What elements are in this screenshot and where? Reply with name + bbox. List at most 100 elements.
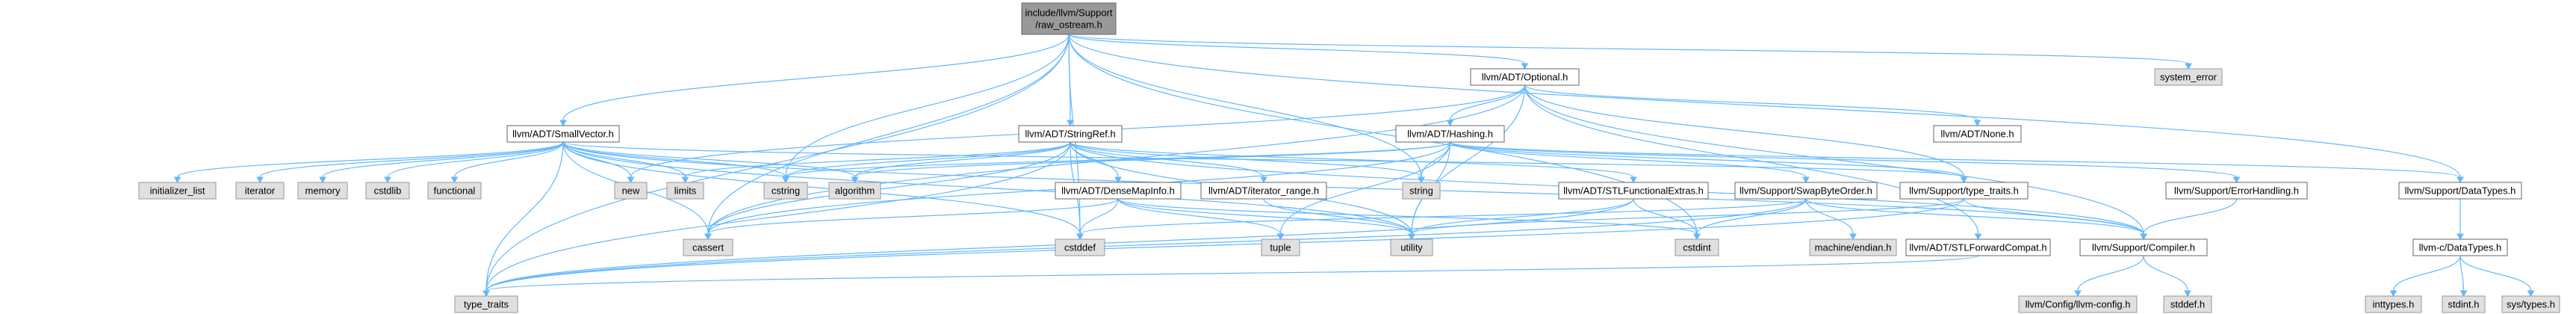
arrowhead [1076, 233, 1084, 241]
node-stlfunctional[interactable]: llvm/ADT/STLFunctionalExtras.h [1558, 182, 1709, 200]
node-c-datatypes[interactable]: llvm-c/DataTypes.h [2412, 238, 2508, 256]
edge-c-datatypes-to-inttypes [2389, 255, 2461, 298]
node-label: llvm/Support/type_traits.h [1909, 185, 2019, 197]
node-label: sys/types.h [2507, 299, 2555, 310]
node-box [1261, 238, 1300, 256]
node-box [2154, 68, 2223, 86]
node-label: stddef.h [2170, 299, 2205, 310]
edge-smallvector-to-memory [319, 141, 564, 184]
edge-hashing-to-typetraits-h [1449, 141, 1968, 184]
node-cassert: cassert [683, 238, 733, 256]
node-box [138, 182, 217, 200]
node-label: llvm/Support/SwapByteOrder.h [1739, 185, 1872, 197]
arrowhead [1973, 120, 1981, 127]
node-smallvector[interactable]: llvm/ADT/SmallVector.h [506, 125, 620, 143]
node-swapbyteorder[interactable]: llvm/Support/SwapByteOrder.h [1734, 182, 1878, 200]
edge-smallvector-to-type-traits [482, 141, 564, 298]
arrowhead [173, 176, 181, 184]
node-box [666, 182, 704, 200]
node-box [1470, 68, 1580, 86]
arrowhead [450, 176, 459, 184]
edge-c-datatypes-to-stdint [2459, 255, 2468, 298]
node-optional[interactable]: llvm/ADT/Optional.h [1470, 68, 1580, 86]
edge-optional-to-stlforwardcompat [1524, 84, 1982, 241]
arrowhead [2185, 63, 2192, 70]
node-box [365, 182, 410, 200]
node-box [2365, 295, 2422, 313]
node-label: tuple [1270, 242, 1291, 253]
node-label: llvm/ADT/DenseMapInfo.h [1061, 185, 1175, 197]
node-box [1055, 182, 1182, 200]
edge-smallvector-to-iterator [256, 141, 564, 184]
node-densemapinfo[interactable]: llvm/ADT/DenseMapInfo.h [1055, 182, 1182, 200]
node-typetraits-h[interactable]: llvm/Support/type_traits.h [1899, 182, 2029, 200]
node-box [297, 182, 348, 200]
node-iterator-range[interactable]: llvm/ADT/iterator_range.h [1200, 182, 1327, 200]
arrowhead [482, 290, 490, 298]
node-llvm-config: llvm/Config/llvm-config.h [2018, 295, 2138, 313]
edge-hashing-to-datatypes [1449, 141, 2464, 184]
arrowhead [1521, 63, 1529, 70]
node-hashing[interactable]: llvm/ADT/Hashing.h [1395, 125, 1505, 143]
node-box [1899, 182, 2029, 200]
edge-raw-ostream-to-cassert [704, 34, 1070, 241]
node-box [1021, 2, 1117, 35]
node-box [1055, 238, 1105, 256]
edge-hashing-to-errorhandling [1449, 141, 2241, 184]
node-box [1734, 182, 1878, 200]
node-label: cstddef [1064, 242, 1096, 253]
arrowhead [1276, 233, 1285, 241]
node-box [1402, 182, 1441, 200]
edge-compiler-to-llvm-config [2074, 255, 2144, 298]
node-label: utility [1400, 242, 1423, 253]
arrowhead [1067, 120, 1074, 127]
node-label: new [622, 185, 640, 197]
edge-stringref-to-stlfunctional [1070, 141, 1637, 184]
node-label: llvm-c/DataTypes.h [2419, 242, 2502, 253]
node-compiler[interactable]: llvm/Support/Compiler.h [2079, 238, 2208, 256]
node-box [1018, 125, 1123, 143]
node-label: cstdlib [374, 185, 402, 197]
edges-layer [173, 34, 2535, 298]
node-label: system_error [2160, 72, 2217, 83]
node-box [1390, 238, 1433, 256]
node-label: llvm/Support/DataTypes.h [2405, 185, 2516, 197]
node-label: llvm/ADT/None.h [1940, 129, 2014, 140]
node-box [763, 182, 808, 200]
edge-stlforwardcompat-to-type-traits [482, 255, 1979, 298]
node-label: cassert [692, 242, 724, 253]
edge-typetraits-h-to-compiler [1963, 198, 2147, 241]
node-datatypes[interactable]: llvm/Support/DataTypes.h [2398, 182, 2522, 200]
node-box [1905, 238, 2051, 256]
node-functional: functional [427, 182, 482, 200]
node-limits: limits [666, 182, 704, 200]
node-box [683, 238, 733, 256]
node-stlforwardcompat[interactable]: llvm/ADT/STLForwardCompat.h [1905, 238, 2051, 256]
node-cstring: cstring [763, 182, 808, 200]
node-none[interactable]: llvm/ADT/None.h [1933, 125, 2022, 143]
edge-compiler-to-stddef [2143, 255, 2191, 298]
node-box [2398, 182, 2522, 200]
node-label: llvm/ADT/Optional.h [1482, 72, 1568, 83]
edge-errorhandling-to-compiler [2140, 198, 2238, 241]
node-label: include/llvm/Support [1025, 7, 1112, 19]
node-box [235, 182, 285, 200]
node-box [1558, 182, 1709, 200]
edge-smallvector-to-cstdlib [384, 141, 564, 184]
node-tuple: tuple [1261, 238, 1300, 256]
arrowhead [1408, 233, 1415, 241]
node-label: limits [674, 185, 697, 197]
node-string: string [1402, 182, 1441, 200]
arrowhead [1260, 176, 1267, 184]
node-box [2163, 295, 2212, 313]
node-label: llvm/ADT/StringRef.h [1025, 129, 1115, 140]
node-errorhandling[interactable]: llvm/Support/ErrorHandling.h [2165, 182, 2308, 200]
node-stddef: stddef.h [2163, 295, 2212, 313]
edge-swapbyteorder-to-machine-endian [1805, 198, 1857, 241]
arrowhead [1446, 120, 1454, 127]
node-label: llvm/ADT/STLFunctionalExtras.h [1563, 185, 1704, 197]
node-iterator: iterator [235, 182, 285, 200]
node-raw-ostream[interactable]: include/llvm/Support/raw_ostream.h [1021, 2, 1117, 35]
node-stringref[interactable]: llvm/ADT/StringRef.h [1018, 125, 1123, 143]
arrowhead [704, 233, 712, 241]
